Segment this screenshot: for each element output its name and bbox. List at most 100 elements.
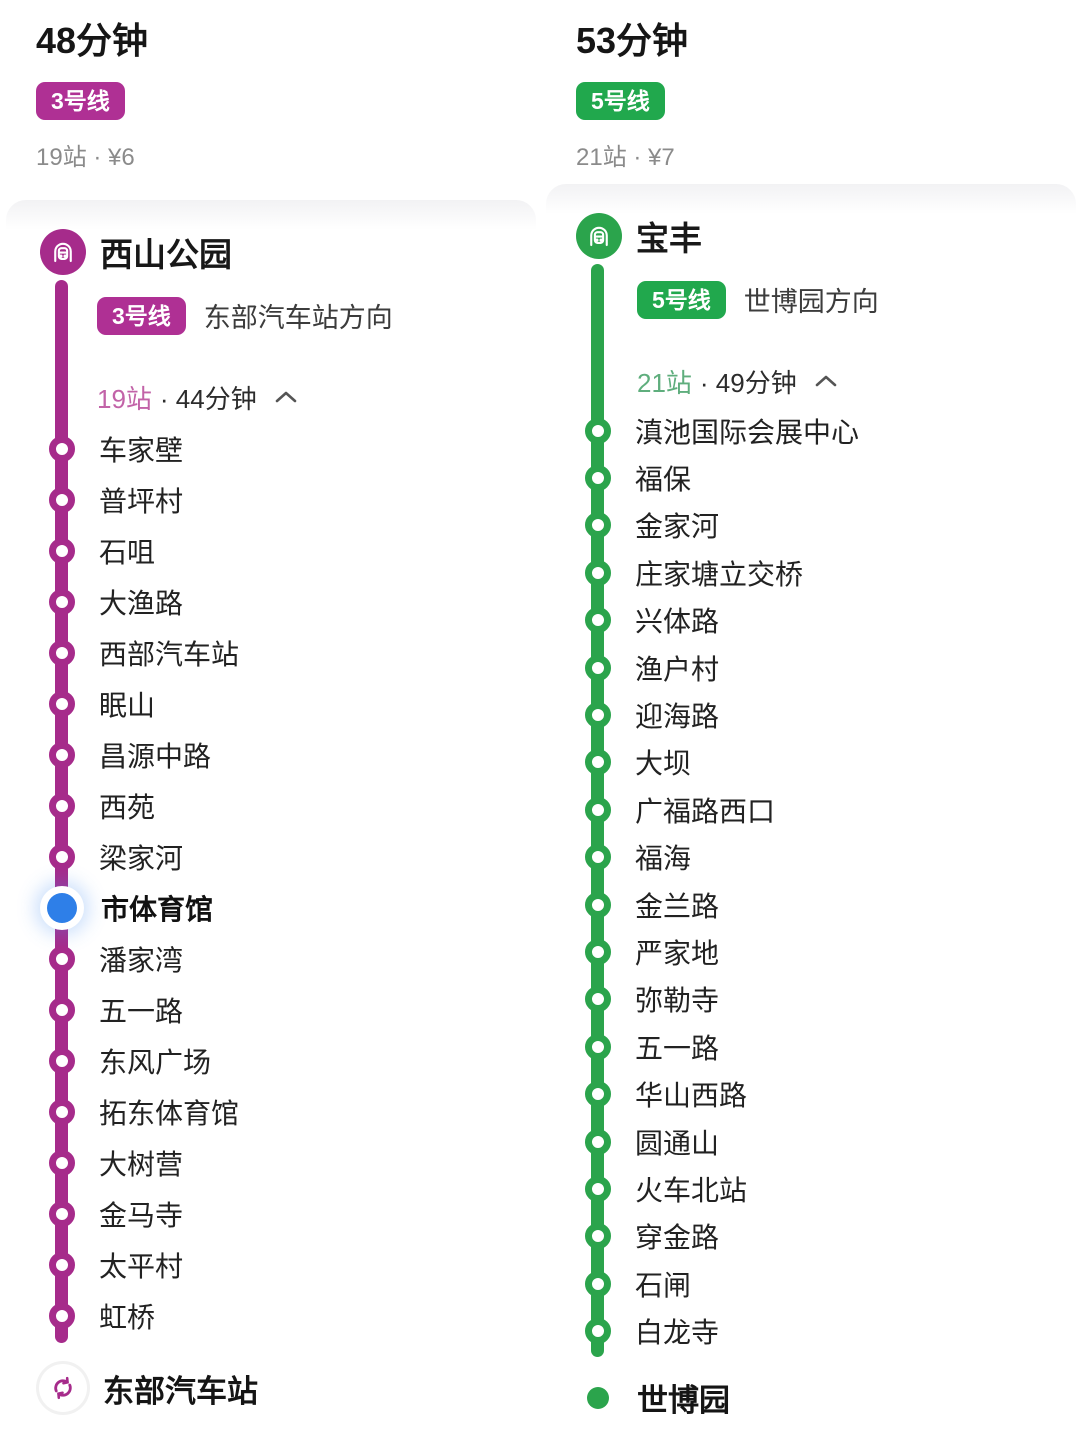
- line-badge: 5号线: [637, 280, 726, 319]
- station-row[interactable]: 金兰路: [546, 881, 1076, 928]
- terminus-station-row[interactable]: 世博园: [587, 1363, 1076, 1433]
- station-dot: [49, 1251, 75, 1278]
- station-row[interactable]: 五一路: [6, 984, 536, 1035]
- station-dot: [49, 741, 75, 768]
- station-row[interactable]: 大坝: [546, 739, 1076, 786]
- metro-train-icon: [576, 213, 622, 259]
- stops-duration: · 49分钟: [699, 367, 797, 398]
- station-name: 滇池国际会展中心: [635, 416, 860, 448]
- station-row[interactable]: 眠山: [6, 678, 536, 729]
- station-name: 广福路西口: [635, 795, 776, 827]
- trip-duration: 53分钟: [576, 20, 689, 61]
- station-row[interactable]: 迎海路: [546, 691, 1076, 738]
- station-row[interactable]: 拓东体育馆: [6, 1086, 536, 1137]
- station-row[interactable]: 圆通山: [546, 1118, 1076, 1165]
- trip-meta: 19站 · ¥6: [36, 144, 135, 171]
- station-name: 福保: [635, 464, 692, 496]
- station-dot: [585, 417, 611, 444]
- line-badge: 3号线: [36, 82, 125, 120]
- station-row[interactable]: 石闸: [546, 1260, 1076, 1307]
- direction-label: 世博园方向: [743, 287, 879, 317]
- station-dot: [585, 986, 611, 1013]
- station-name: 白龙寺: [635, 1317, 720, 1349]
- station-row[interactable]: 虹桥: [6, 1290, 536, 1341]
- station-dot: [585, 938, 611, 965]
- station-row[interactable]: 金家河: [546, 502, 1076, 549]
- origin-station-name: 宝丰: [636, 220, 702, 257]
- station-dot: [585, 796, 611, 823]
- station-name: 石咀: [99, 536, 156, 568]
- direction-label: 东部汽车站方向: [203, 303, 393, 333]
- station-name: 昌源中路: [99, 740, 212, 772]
- station-name: 严家地: [635, 937, 720, 969]
- station-row[interactable]: 市体育馆: [6, 882, 536, 933]
- station-row[interactable]: 渔户村: [546, 644, 1076, 691]
- stops-summary-toggle[interactable]: 21站 · 49分钟: [637, 365, 1076, 398]
- station-dot: [49, 690, 75, 717]
- station-name: 穿金路: [635, 1222, 720, 1254]
- station-name: 迎海路: [635, 701, 720, 733]
- chevron-up-icon[interactable]: [813, 372, 839, 390]
- station-row[interactable]: 弥勒寺: [546, 976, 1076, 1023]
- terminus-station-name: 东部汽车站: [103, 1373, 258, 1409]
- station-row[interactable]: 严家地: [546, 928, 1076, 975]
- station-list: 滇池国际会展中心福保金家河庄家塘立交桥兴体路渔户村迎海路大坝广福路西口福海金兰路…: [546, 407, 1076, 1355]
- station-row[interactable]: 白龙寺: [546, 1307, 1076, 1354]
- station-dot: [585, 891, 611, 918]
- station-dot: [49, 639, 75, 666]
- station-name: 潘家湾: [99, 944, 184, 976]
- station-row[interactable]: 潘家湾: [6, 933, 536, 984]
- origin-station-row[interactable]: 西山公园: [6, 228, 536, 276]
- chevron-up-icon[interactable]: [273, 388, 299, 406]
- route-option-line3: 48分钟 3号线 19站 · ¥6 西山公园 3号线: [0, 0, 540, 1439]
- station-name: 弥勒寺: [635, 985, 720, 1017]
- station-name: 华山西路: [635, 1080, 748, 1112]
- station-name: 车家壁: [99, 434, 184, 466]
- station-dot: [585, 465, 611, 492]
- stops-duration: · 44分钟: [159, 383, 257, 414]
- station-row[interactable]: 梁家河: [6, 831, 536, 882]
- station-row[interactable]: 大渔路: [6, 576, 536, 627]
- station-row[interactable]: 穿金路: [546, 1213, 1076, 1260]
- terminus-station-row[interactable]: 东部汽车站: [39, 1353, 536, 1423]
- station-row[interactable]: 福海: [546, 834, 1076, 881]
- station-list: 车家壁普坪村石咀大渔路西部汽车站眠山昌源中路西苑梁家河市体育馆潘家湾五一路东风广…: [6, 423, 536, 1341]
- origin-station-row[interactable]: 宝丰: [546, 212, 1076, 260]
- route-summary-line3[interactable]: 48分钟 3号线 19站 · ¥6: [0, 0, 540, 172]
- station-row[interactable]: 车家壁: [6, 423, 536, 474]
- station-row[interactable]: 石咀: [6, 525, 536, 576]
- station-row[interactable]: 华山西路: [546, 1070, 1076, 1117]
- station-dot: [49, 792, 75, 819]
- station-dot: [49, 945, 75, 972]
- station-name: 大树营: [99, 1148, 184, 1180]
- station-row[interactable]: 西苑: [6, 780, 536, 831]
- station-row[interactable]: 昌源中路: [6, 729, 536, 780]
- station-dot: [49, 486, 75, 513]
- station-name: 梁家河: [99, 842, 184, 874]
- station-row[interactable]: 太平村: [6, 1239, 536, 1290]
- station-name: 福海: [635, 843, 692, 875]
- route-summary-line5[interactable]: 53分钟 5号线 21站 · ¥7: [540, 0, 1080, 172]
- station-row[interactable]: 金马寺: [6, 1188, 536, 1239]
- station-name: 五一路: [99, 995, 184, 1027]
- station-row[interactable]: 西部汽车站: [6, 627, 536, 678]
- station-row[interactable]: 庄家塘立交桥: [546, 549, 1076, 596]
- station-row[interactable]: 福保: [546, 454, 1076, 501]
- station-dot: [585, 1318, 611, 1345]
- station-row[interactable]: 普坪村: [6, 474, 536, 525]
- transfer-loop-icon: [39, 1364, 87, 1412]
- station-name: 太平村: [99, 1250, 184, 1282]
- line-badge: 3号线: [97, 296, 186, 335]
- station-dot: [585, 654, 611, 681]
- station-row[interactable]: 火车北站: [546, 1165, 1076, 1212]
- station-name: 金兰路: [635, 890, 720, 922]
- station-row[interactable]: 广福路西口: [546, 786, 1076, 833]
- station-row[interactable]: 五一路: [546, 1023, 1076, 1070]
- station-row[interactable]: 大树营: [6, 1137, 536, 1188]
- station-row[interactable]: 东风广场: [6, 1035, 536, 1086]
- station-dot: [49, 1302, 75, 1329]
- stops-summary-toggle[interactable]: 19站 · 44分钟: [97, 381, 536, 414]
- station-row[interactable]: 滇池国际会展中心: [546, 407, 1076, 454]
- station-name: 大渔路: [99, 587, 184, 619]
- station-row[interactable]: 兴体路: [546, 597, 1076, 644]
